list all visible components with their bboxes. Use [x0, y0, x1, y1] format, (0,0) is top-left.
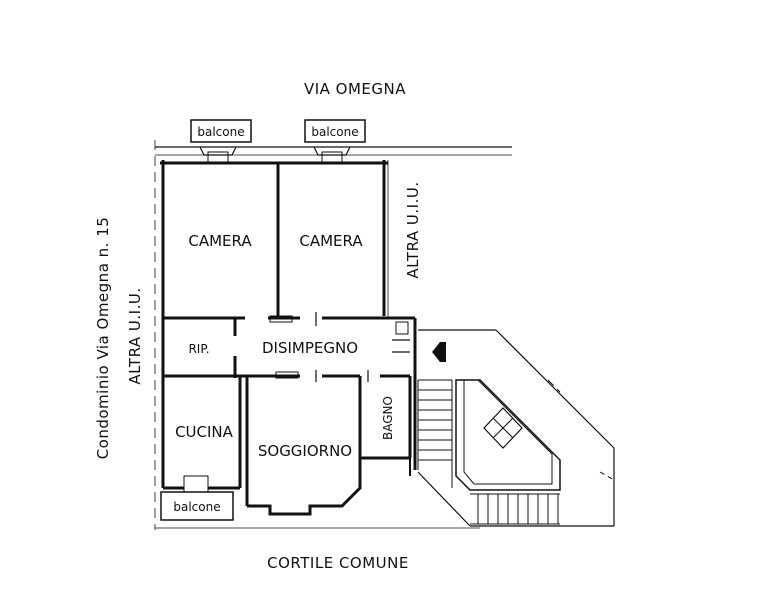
balcony-top-left: balcone [190, 119, 252, 165]
street-label-north: VIA OMEGNA [304, 80, 406, 98]
balcony-label: balcone [197, 125, 244, 139]
left-unit-label: ALTRA U.I.U. [126, 287, 144, 384]
room-label-camera-2: CAMERA [299, 232, 363, 250]
right-unit-label: ALTRA U.I.U. [404, 181, 422, 278]
boundary-lines [154, 140, 512, 530]
balcony-label: balcone [173, 500, 220, 514]
room-label-camera-1: CAMERA [188, 232, 252, 250]
apartment-walls [160, 160, 417, 516]
street-label-south: CORTILE COMUNE [267, 554, 409, 572]
neighbor-building-label: Condominio Via Omegna n. 15 [94, 217, 112, 460]
room-label-disimpegno: DISIMPEGNO [262, 339, 358, 357]
stairwell [417, 329, 615, 527]
entrance-arrow-icon [432, 342, 446, 362]
balcony-bottom-left: balcone [160, 475, 234, 521]
door-openings [269, 312, 410, 382]
room-label-soggiorno: SOGGIORNO [258, 442, 352, 460]
balcony-label: balcone [311, 125, 358, 139]
room-label-ripostiglio: RIP. [188, 342, 209, 356]
room-label-cucina: CUCINA [175, 423, 234, 441]
balcony-top-right: balcone [304, 119, 366, 165]
room-label-bagno: BAGNO [381, 396, 395, 440]
